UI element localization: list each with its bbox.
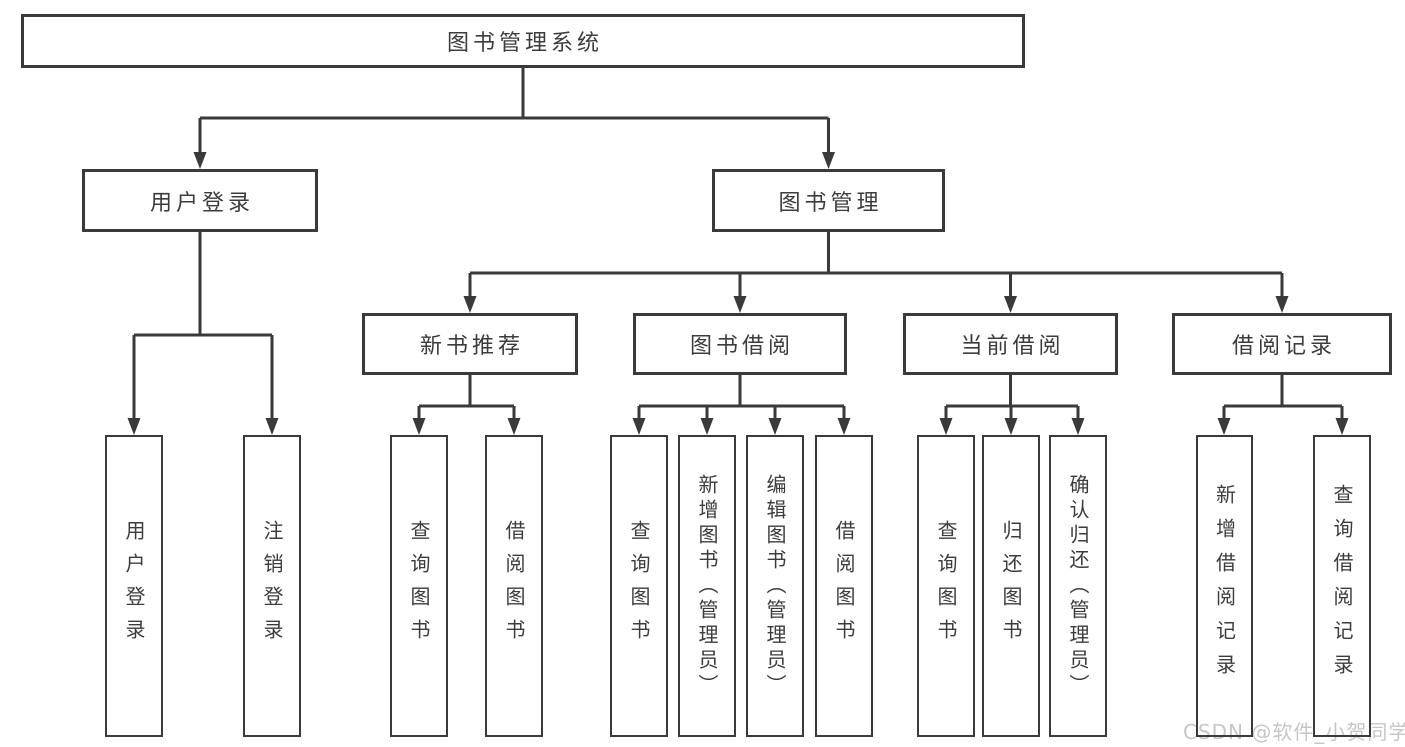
node-label: 借阅图书 xyxy=(502,520,526,652)
connector-current-to-leaves xyxy=(944,375,1080,424)
arrowheads xyxy=(127,152,1349,435)
node-label: 查询图书 xyxy=(407,520,431,652)
node-label: 图书管理 xyxy=(778,190,883,216)
node-label: 图书管理系统 xyxy=(446,31,603,56)
node-label: 新增借阅记录 xyxy=(1212,484,1237,688)
node-label: 查询借阅记录 xyxy=(1330,484,1354,688)
node-label: 确认归还（管理员） xyxy=(1066,473,1090,699)
node-label: 图书借阅 xyxy=(689,334,794,359)
node-label: 查询图书 xyxy=(627,520,651,652)
connector-userlogin-to-leaves xyxy=(132,232,274,424)
node-label: 查询图书 xyxy=(934,520,958,652)
node-label: 新书推荐 xyxy=(419,334,524,359)
node-label: 用户登录 xyxy=(122,520,146,652)
csdn-watermark: CSDN @软件_小贺同学 xyxy=(1183,720,1405,744)
node-user-login: 用户登录 xyxy=(82,169,318,232)
leaf-return-books: 归还图书 xyxy=(982,435,1040,737)
node-book-management: 图书管理 xyxy=(712,169,945,232)
node-label: 借阅记录 xyxy=(1231,334,1336,359)
node-label: 用户登录 xyxy=(149,190,254,216)
leaf-add-borrow-record: 新增借阅记录 xyxy=(1196,435,1253,737)
leaf-user-login: 用户登录 xyxy=(105,435,163,737)
node-label: 注销登录 xyxy=(260,520,284,652)
connector-records-to-leaves xyxy=(1222,375,1344,424)
leaf-borrow-books-1: 借阅图书 xyxy=(485,435,543,737)
leaf-query-borrow-record: 查询借阅记录 xyxy=(1313,435,1371,737)
node-new-book-recommend: 新书推荐 xyxy=(362,313,578,375)
leaf-query-books-2: 查询图书 xyxy=(610,435,668,737)
node-label: 新增图书（管理员） xyxy=(695,473,719,699)
leaf-edit-books-admin: 编辑图书（管理员） xyxy=(746,435,804,737)
node-label: 当前借阅 xyxy=(960,334,1065,359)
node-book-borrow: 图书借阅 xyxy=(633,313,847,375)
connector-recommend-to-leaves xyxy=(417,375,516,424)
connector-borrow-to-leaves xyxy=(637,375,846,424)
leaf-confirm-return-admin: 确认归还（管理员） xyxy=(1049,435,1107,737)
node-library-management-system: 图书管理系统 xyxy=(21,14,1025,68)
node-label: 归还图书 xyxy=(999,520,1023,652)
node-label: 借阅图书 xyxy=(832,520,856,652)
node-borrow-records: 借阅记录 xyxy=(1172,313,1392,375)
node-current-borrow: 当前借阅 xyxy=(903,313,1118,375)
leaf-query-books-1: 查询图书 xyxy=(390,435,448,737)
leaf-borrow-books-2: 借阅图书 xyxy=(815,435,873,737)
node-label: 编辑图书（管理员） xyxy=(763,473,787,699)
leaf-query-books-3: 查询图书 xyxy=(917,435,975,737)
leaf-logout: 注销登录 xyxy=(243,435,301,737)
leaf-add-books-admin: 新增图书（管理员） xyxy=(678,435,736,737)
connector-bookmgmt-to-level3 xyxy=(468,232,1284,302)
connector-root-to-level2 xyxy=(198,68,830,158)
